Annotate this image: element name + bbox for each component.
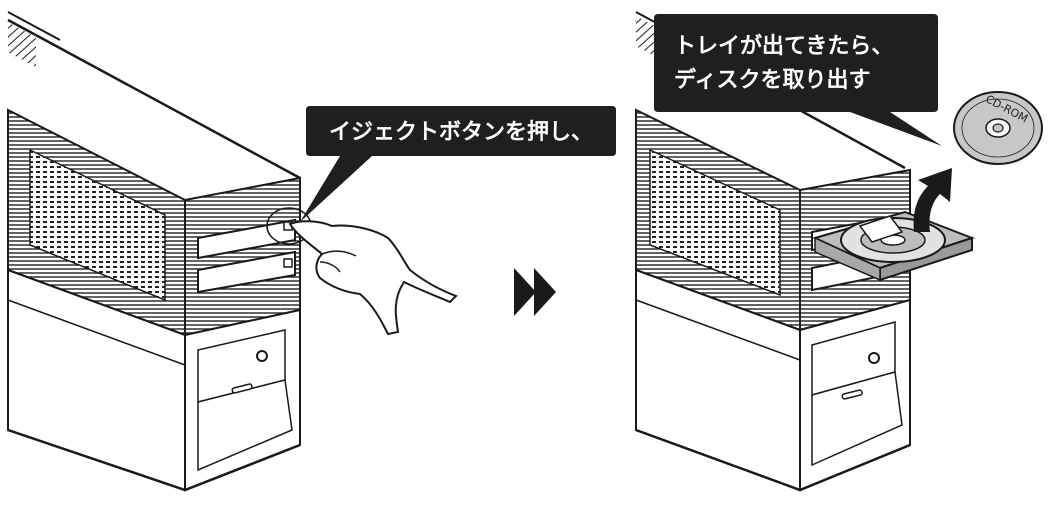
- callout-step2: トレイが出てきたら、 ディスクを取り出す: [654, 14, 942, 146]
- optical-drive-1: [197, 218, 296, 260]
- power-button[interactable]: [256, 350, 268, 362]
- callout-step2-line2: ディスクを取り出す: [674, 67, 870, 93]
- callout-step2-line1: トレイが出てきたら、: [674, 33, 893, 59]
- optical-drive-2: [197, 250, 296, 294]
- pc-case-left: [7, 11, 301, 492]
- pc-case-right: [635, 11, 911, 492]
- callout-step1: イジェクトボタンを押し、: [300, 106, 616, 222]
- curved-arrow-up-icon: [913, 168, 952, 232]
- callout-step1-text: イジェクトボタンを押し、: [329, 119, 593, 145]
- top-vent: [8, 22, 36, 68]
- cd-rom-disc: CD-ROM: [953, 91, 1043, 165]
- side-grill: [29, 148, 166, 302]
- double-chevron-right-icon: [514, 268, 556, 316]
- hand-pressing: [288, 220, 458, 336]
